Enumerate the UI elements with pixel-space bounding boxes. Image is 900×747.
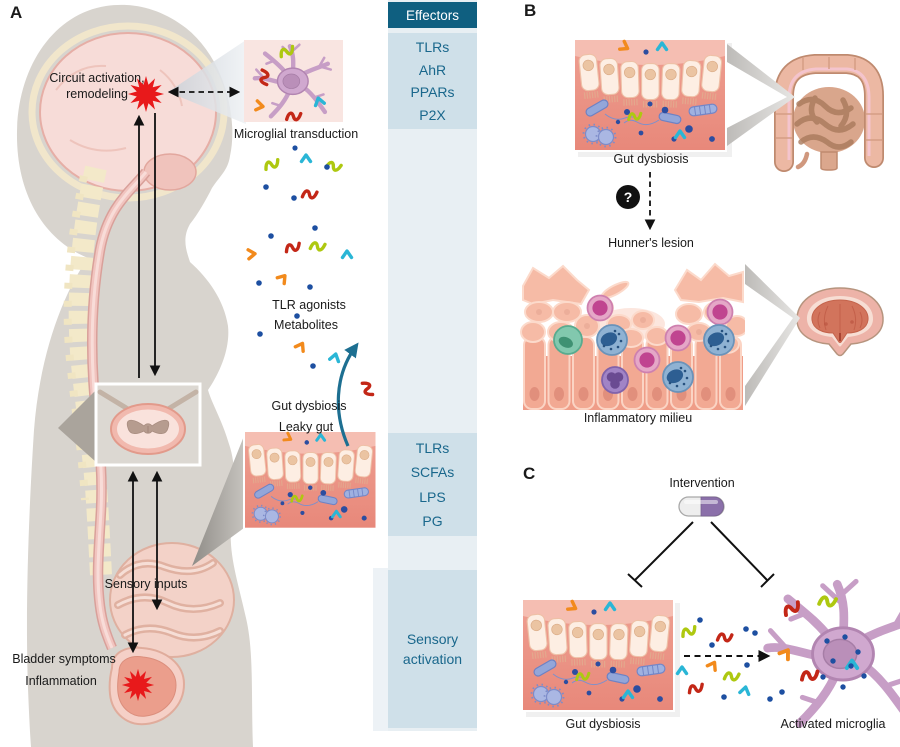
spine-zoom-wedge [58, 390, 96, 462]
signal-arrows [127, 86, 241, 654]
question-badge [616, 185, 640, 209]
bladder-illustration [795, 287, 885, 357]
gut-dysbiosis-caption-b: Gut dysbiosis [613, 152, 689, 166]
pill-icon [678, 496, 725, 517]
inhibition-lines [627, 521, 775, 588]
effectors-block-sensory: Sensory activation [388, 570, 477, 728]
bladder-symptoms-label: Bladder symptoms [12, 652, 116, 666]
bladder-zoom-wedge-inner [745, 284, 793, 386]
question-mark: ? [623, 189, 633, 205]
effector-item: AhR [418, 61, 447, 78]
effectors-header: Effectors [388, 2, 477, 28]
leaky-gut-label: Leaky gut [278, 420, 334, 434]
intervention-label: Intervention [669, 476, 735, 490]
gut-mucosa-image-b [575, 40, 725, 150]
circulating-metabolites [246, 145, 375, 399]
inflammation-label: Inflammation [25, 674, 97, 688]
activated-microglia-ligands [777, 593, 867, 690]
effector-item: Sensory activation [402, 630, 463, 667]
inflammatory-milieu-image [521, 264, 748, 410]
panel-b-label: B [524, 1, 537, 20]
inflammatory-milieu-caption: Inflammatory milieu [583, 411, 693, 425]
spinal-cross-section-inset [94, 382, 202, 467]
released-metabolites-c [675, 617, 785, 702]
intestine-illustration [776, 57, 882, 170]
tlr-agonists-label: TLR agonists [272, 298, 346, 312]
intestines [109, 542, 235, 658]
brain-annotation: Circuit activation, remodeling [49, 71, 145, 101]
microglia-caption: Microglial transduction [233, 127, 359, 141]
effector-item: TLRs [415, 39, 450, 56]
panel-c-label: C [523, 464, 536, 483]
effectors-block-gut: TLRs SCFAs LPS PG [388, 433, 477, 536]
intestine-zoom-wedge-inner [727, 62, 787, 128]
panel-a-label: A [10, 3, 23, 22]
gut-dysbiosis-caption-c: Gut dysbiosis [565, 717, 641, 731]
effector-item: SCFAs [410, 464, 455, 481]
activated-microglia-caption: Activated microglia [780, 717, 886, 731]
gut-dysbiosis-label-a: Gut dysbiosis [271, 399, 347, 413]
gut-zoom-wedge-a [192, 436, 244, 566]
cerebellum [143, 153, 197, 191]
hunners-lesion-label: Hunner's lesion [608, 236, 694, 250]
effector-item: TLRs [415, 440, 450, 457]
effectors-block-microglial: TLRs AhR PPARs P2X [388, 33, 477, 129]
effector-item: PPARs [410, 84, 455, 101]
gut-to-metabolites-arrow [336, 342, 359, 447]
effector-item: PG [422, 512, 443, 529]
effector-item: P2X [419, 106, 446, 123]
panel-a-body-illustration [16, 4, 253, 747]
effector-item: LPS [419, 488, 446, 505]
brain-zoom-wedge [168, 40, 246, 124]
metabolites-label: Metabolites [274, 318, 338, 332]
gut-mucosa-image-a [245, 432, 376, 528]
sensory-inputs-label: Sensory inputs [104, 577, 188, 591]
gut-mucosa-image-c [523, 600, 673, 710]
effectors-header-label: Effectors [405, 7, 460, 23]
